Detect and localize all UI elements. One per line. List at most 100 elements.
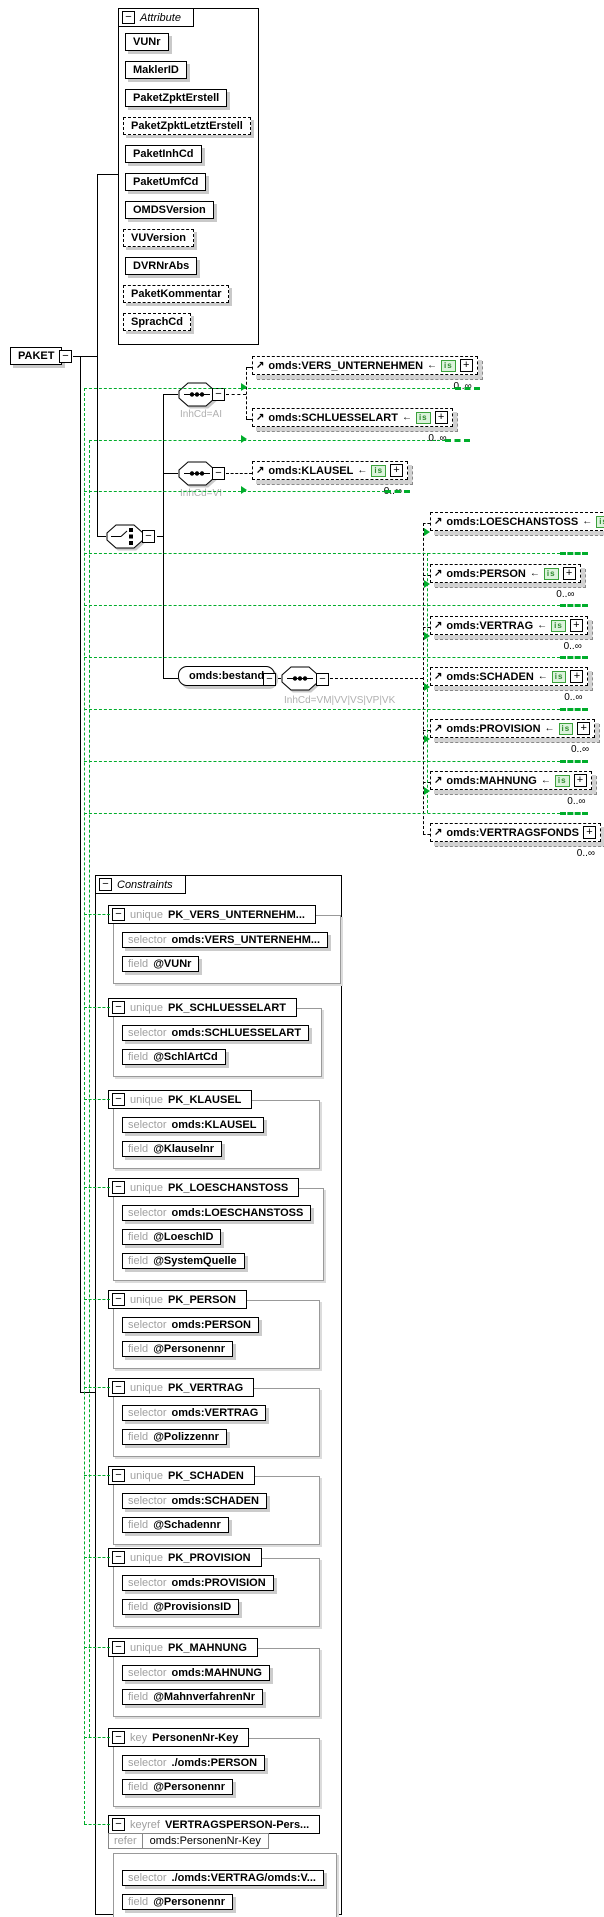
attribute-sprachcd[interactable]: SprachCd bbox=[123, 313, 191, 331]
expand-icon[interactable]: + bbox=[573, 774, 587, 787]
constraint-field[interactable]: field @Schadennr bbox=[122, 1517, 229, 1533]
element-box[interactable]: ↗ omds:SCHLUESSELART ← is + bbox=[252, 408, 458, 432]
attribute-dvrnrabs[interactable]: DVRNrAbs bbox=[125, 257, 198, 275]
attribute-maklerid[interactable]: MaklerID bbox=[125, 61, 187, 79]
collapse-icon[interactable]: − bbox=[112, 1381, 125, 1394]
element-box[interactable]: ↗ omds:LOESCHANSTOSS ← is + bbox=[430, 512, 604, 536]
collapse-icon[interactable]: − bbox=[112, 1818, 125, 1831]
attribute-omdsversion[interactable]: OMDSVersion bbox=[125, 201, 214, 219]
constraint-header[interactable]: − key PersonenNr-Key bbox=[108, 1728, 250, 1747]
attribute-paketzpktletzterstell[interactable]: PaketZpktLetztErstell bbox=[123, 117, 251, 135]
expand-icon[interactable]: + bbox=[459, 359, 473, 372]
constraint-selector[interactable]: selector omds:SCHLUESSELART bbox=[122, 1025, 310, 1041]
expand-icon[interactable]: + bbox=[390, 464, 404, 477]
element-box[interactable]: ↗ omds:PERSON ← is + bbox=[430, 564, 586, 588]
expand-icon[interactable]: + bbox=[569, 619, 583, 632]
constraints-panel-tab[interactable]: − Constraints bbox=[95, 875, 186, 894]
constraint-selector[interactable]: selector omds:SCHADEN bbox=[122, 1493, 267, 1509]
constraint-field[interactable]: field @Klauselnr bbox=[122, 1141, 223, 1157]
constraint-selector[interactable]: selector omds:PROVISION bbox=[122, 1575, 274, 1591]
collapse-icon[interactable]: − bbox=[112, 1001, 125, 1014]
expand-icon[interactable]: + bbox=[562, 567, 576, 580]
occurrence-label: 0..∞ bbox=[556, 589, 575, 600]
constraint-field[interactable]: field @SystemQuelle bbox=[122, 1253, 245, 1269]
constraints-panel-title: Constraints bbox=[117, 878, 173, 891]
collapse-icon[interactable]: − bbox=[112, 1093, 125, 1106]
collapse-icon[interactable]: − bbox=[112, 1551, 125, 1564]
element-box[interactable]: ↗ omds:VERTRAG ← is + bbox=[430, 616, 593, 640]
attribute-paketkommentar[interactable]: PaketKommentar bbox=[123, 285, 230, 303]
attribute-paketumfcd[interactable]: PaketUmfCd bbox=[125, 173, 207, 191]
collapse-icon[interactable]: − bbox=[122, 11, 135, 24]
constraint-header[interactable]: − unique PK_SCHLUESSELART bbox=[108, 998, 298, 1017]
constraint-header[interactable]: − unique PK_VERTRAG bbox=[108, 1378, 255, 1397]
sequence-icon[interactable] bbox=[178, 382, 216, 407]
element-label: omds:VERTRAGSFONDS bbox=[446, 826, 580, 839]
constraint-selector[interactable]: selector omds:MAHNUNG bbox=[122, 1665, 270, 1681]
identity-constraint-connector bbox=[84, 491, 385, 492]
constraint-field[interactable]: field @ProvisionsID bbox=[122, 1599, 240, 1615]
constraint-selector[interactable]: selector omds:PERSON bbox=[122, 1317, 259, 1333]
collapse-icon[interactable]: − bbox=[112, 1731, 125, 1744]
collapse-icon[interactable]: − bbox=[112, 908, 125, 921]
expand-icon[interactable]: + bbox=[577, 722, 591, 735]
expand-icon[interactable]: + bbox=[434, 411, 448, 424]
constraint-header[interactable]: − unique PK_LOESCHANSTOSS bbox=[108, 1178, 300, 1197]
collapse-icon[interactable]: − bbox=[263, 673, 276, 686]
constraint-selector[interactable]: selector omds:VERS_UNTERNEHM... bbox=[122, 932, 329, 948]
collapse-icon[interactable]: − bbox=[212, 467, 225, 480]
constraint-selector[interactable]: selector omds:KLAUSEL bbox=[122, 1117, 265, 1133]
attributes-panel-tab[interactable]: − Attribute bbox=[118, 8, 194, 27]
element-box[interactable]: ↗ omds:MAHNUNG ← is + bbox=[430, 771, 597, 795]
constraint-field[interactable]: field @Personennr bbox=[122, 1779, 234, 1795]
constraint-field[interactable]: field @LoeschID bbox=[122, 1229, 222, 1245]
collapse-icon[interactable]: − bbox=[316, 673, 329, 686]
constraint-field[interactable]: field @Polizzennr bbox=[122, 1429, 227, 1445]
collapse-icon[interactable]: − bbox=[112, 1469, 125, 1482]
constraint-header[interactable]: − unique PK_PROVISION bbox=[108, 1548, 262, 1567]
attribute-vuversion[interactable]: VUVersion bbox=[123, 229, 195, 247]
constraint-header[interactable]: − unique PK_PERSON bbox=[108, 1290, 247, 1309]
attribute-paketinhcd[interactable]: PaketInhCd bbox=[125, 145, 202, 163]
collapse-icon[interactable]: − bbox=[59, 350, 72, 363]
element-ref-icon: ↗ bbox=[434, 826, 443, 838]
constraint-selector[interactable]: selector ./omds:VERTRAG/omds:V... bbox=[122, 1870, 324, 1886]
attribute-paketzpkterstell[interactable]: PaketZpktErstell bbox=[125, 89, 228, 107]
constraint-field[interactable]: field @Personennr bbox=[122, 1894, 234, 1910]
constraint-selector[interactable]: selector omds:VERTRAG bbox=[122, 1405, 267, 1421]
constraint-field[interactable]: field @MahnverfahrenNr bbox=[122, 1689, 263, 1705]
sequence-icon[interactable] bbox=[178, 461, 216, 486]
element-box[interactable]: ↗ omds:VERS_UNTERNEHMEN ← is + bbox=[252, 356, 483, 380]
choice-icon[interactable] bbox=[106, 524, 144, 549]
constraint-body: selector omds:SCHADEN field @Schadennr bbox=[113, 1476, 320, 1545]
attribute-vunr[interactable]: VUNr bbox=[125, 33, 169, 51]
element-box[interactable]: ↗ omds:KLAUSEL ← is + bbox=[252, 461, 414, 485]
collapse-icon[interactable]: − bbox=[112, 1293, 125, 1306]
identity-constraint-connector bbox=[84, 553, 560, 554]
constraint-field[interactable]: field @SchlArtCd bbox=[122, 1049, 226, 1065]
constraint-header[interactable]: − unique PK_VERS_UNTERNEHM... bbox=[108, 905, 316, 924]
expand-icon[interactable]: + bbox=[570, 670, 584, 683]
constraint-arrow-icon bbox=[424, 683, 430, 691]
collapse-icon[interactable]: − bbox=[99, 878, 112, 891]
root-element-paket[interactable]: PAKET bbox=[10, 347, 63, 365]
constraint-selector[interactable]: selector ./omds:PERSON bbox=[122, 1755, 266, 1771]
constraint-selector[interactable]: selector omds:LOESCHANSTOSS bbox=[122, 1205, 312, 1221]
element-box[interactable]: ↗ omds:SCHADEN ← is + bbox=[430, 667, 594, 691]
constraint-header[interactable]: − unique PK_KLAUSEL bbox=[108, 1090, 253, 1109]
collapse-icon[interactable]: − bbox=[112, 1641, 125, 1654]
collapse-icon[interactable]: − bbox=[112, 1181, 125, 1194]
collapse-icon[interactable]: − bbox=[212, 388, 225, 401]
constraint-header[interactable]: − unique PK_MAHNUNG bbox=[108, 1638, 258, 1657]
element-box[interactable]: ↗ omds:PROVISION ← is + bbox=[430, 719, 601, 743]
sequence-icon[interactable] bbox=[281, 666, 319, 691]
expand-icon[interactable]: + bbox=[583, 826, 597, 839]
element-omds-bestand[interactable]: omds:bestand bbox=[178, 666, 276, 686]
constraint-header[interactable]: − keyref VERTRAGSPERSON-Pers... bbox=[108, 1815, 321, 1834]
identity-constraint-connector bbox=[84, 1099, 110, 1100]
element-box[interactable]: ↗ omds:VERTRAGSFONDS + bbox=[430, 823, 604, 847]
constraint-field[interactable]: field @VUNr bbox=[122, 956, 200, 972]
constraint-field[interactable]: field @Personennr bbox=[122, 1341, 234, 1357]
constraint-header[interactable]: − unique PK_SCHADEN bbox=[108, 1466, 255, 1485]
collapse-icon[interactable]: − bbox=[142, 530, 155, 543]
